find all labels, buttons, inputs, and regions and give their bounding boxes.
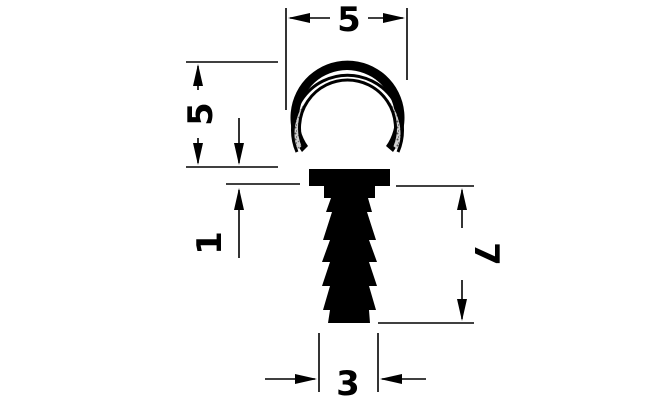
- dimension-gap: 1: [190, 118, 300, 258]
- bulb-inner-line: [298, 78, 397, 147]
- gap-label: 1: [190, 231, 230, 255]
- top-width-label: 5: [337, 0, 361, 40]
- dimension-top-width: 5: [285, 0, 408, 110]
- seal-profile: [290, 60, 405, 323]
- dimension-stem-width: 3: [265, 333, 426, 400]
- dimension-stem-height: 7: [378, 185, 506, 324]
- dimension-seal-height: 5: [181, 61, 278, 168]
- barbed-stem: [309, 169, 390, 323]
- seal-height-label: 5: [181, 102, 221, 126]
- stem-width-label: 3: [336, 364, 360, 400]
- bulb-outer-line: [291, 73, 404, 153]
- stem-height-label: 7: [466, 242, 506, 266]
